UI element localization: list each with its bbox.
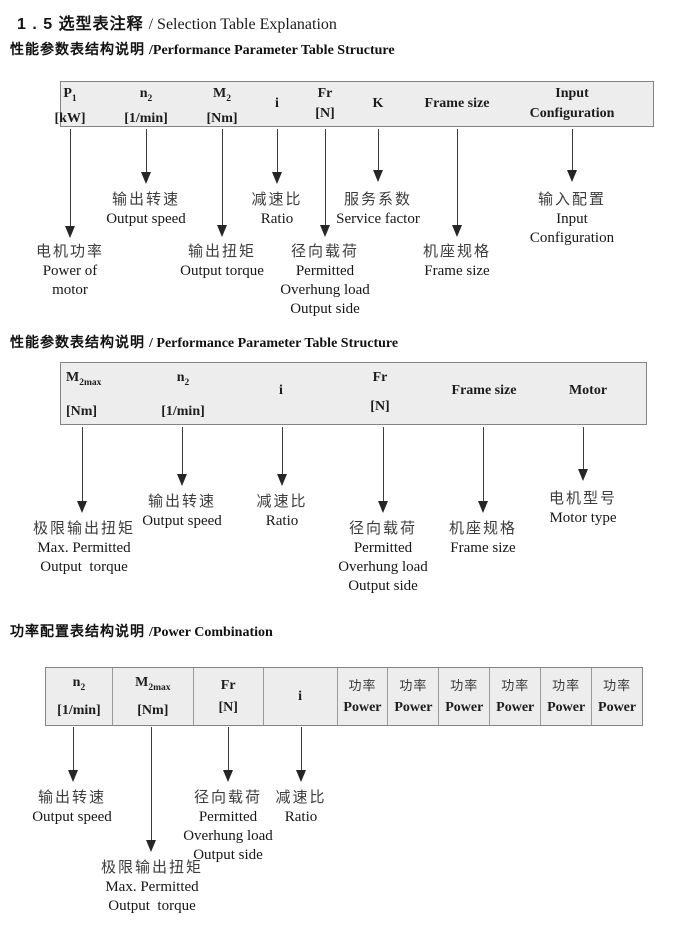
- page-title-zh: 1 . 5 选型表注释: [17, 16, 144, 33]
- column-header-i: i: [279, 383, 283, 398]
- callout-max-output-torque: 极限输出扭矩 Max. Permitted Output torque: [32, 520, 136, 575]
- callout-overhung-load: 径向载荷 Permitted Overhung load Output side: [183, 789, 273, 863]
- callout-max-output-torque: 极限输出扭矩 Max. Permitted Output torque: [100, 859, 204, 914]
- column-header-power-4: 功率 Power: [490, 668, 542, 725]
- section2-heading-zh: 性能参数表结构说明: [10, 334, 145, 350]
- callout-power-of-motor: 电机功率 Power of motor: [35, 243, 105, 298]
- arrow-m2max: [146, 727, 157, 852]
- arrow-n2: [141, 129, 152, 184]
- column-header-fr: Fr [N]: [315, 86, 335, 121]
- callout-motor-type: 电机型号 Motor type: [548, 490, 618, 526]
- column-header-m2: M2 [Nm]: [206, 86, 238, 126]
- column-header-n2: n2 [1/min]: [124, 86, 168, 126]
- callout-output-torque: 输出扭矩 Output torque: [180, 243, 264, 279]
- column-header-m2max: M2max [Nm]: [113, 668, 194, 725]
- section3-heading-en: /Power Combination: [149, 625, 273, 640]
- arrow-fr: [378, 427, 389, 513]
- arrow-m2: [217, 129, 228, 237]
- section2-heading-en: / Performance Parameter Table Structure: [149, 336, 399, 351]
- arrow-n2: [68, 727, 79, 782]
- column-header-p1: P1 [kW]: [54, 86, 86, 126]
- column-header-i: i: [275, 96, 279, 111]
- arrow-frame-size: [478, 427, 489, 513]
- callout-service-factor: 服务系数 Service factor: [336, 191, 420, 227]
- column-header-frame-size: Frame size: [424, 96, 490, 111]
- column-header-power-1: 功率 Power: [338, 668, 389, 725]
- column-header-fr: Fr [N]: [370, 370, 390, 414]
- column-header-input-configuration: Input Configuration: [529, 86, 615, 121]
- table-power-combination: n2 [1/min] M2max [Nm] Fr [N] i 功率 Power …: [45, 667, 643, 726]
- callout-input-configuration: 输入配置 Input Configuration: [529, 191, 615, 246]
- arrow-i: [272, 129, 283, 184]
- callout-ratio: 减速比 Ratio: [275, 789, 327, 825]
- arrow-k: [373, 129, 384, 182]
- table-performance-2: [60, 362, 647, 425]
- column-header-power-2: 功率 Power: [388, 668, 440, 725]
- callout-frame-size: 机座规格 Frame size: [422, 243, 492, 279]
- arrow-i: [296, 727, 307, 782]
- section3-heading: 功率配置表结构说明/Power Combination: [10, 621, 273, 641]
- callout-ratio: 减速比 Ratio: [256, 493, 308, 529]
- arrow-i: [277, 427, 288, 486]
- arrow-p1: [65, 129, 76, 238]
- section3-heading-zh: 功率配置表结构说明: [10, 623, 145, 639]
- column-header-power-5: 功率 Power: [541, 668, 593, 725]
- page-title: 1 . 5 选型表注释/ Selection Table Explanation: [17, 10, 337, 34]
- section1-heading-en: /Performance Parameter Table Structure: [149, 43, 395, 58]
- section1-heading-zh: 性能参数表结构说明: [10, 41, 145, 57]
- column-header-n2: n2 [1/min]: [161, 370, 205, 419]
- column-header-i: i: [264, 668, 338, 725]
- arrow-fr: [320, 129, 331, 237]
- arrow-frame-size: [452, 129, 463, 237]
- column-header-power-3: 功率 Power: [439, 668, 491, 725]
- callout-overhung-load: 径向载荷 Permitted Overhung load Output side: [338, 520, 428, 594]
- callout-output-speed: 输出转速 Output speed: [32, 789, 112, 825]
- callout-frame-size: 机座规格 Frame size: [448, 520, 518, 556]
- table-performance-1: [60, 81, 654, 127]
- column-header-fr: Fr [N]: [194, 668, 264, 725]
- column-header-motor: Motor: [568, 383, 608, 398]
- arrow-fr: [223, 727, 234, 782]
- arrow-n2: [177, 427, 188, 486]
- callout-output-speed: 输出转速 Output speed: [142, 493, 222, 529]
- arrow-m2max: [77, 427, 88, 513]
- column-header-k: K: [372, 96, 384, 111]
- arrow-motor: [578, 427, 589, 481]
- column-header-power-6: 功率 Power: [598, 678, 637, 715]
- column-header-m2max: M2max [Nm]: [66, 370, 102, 419]
- section1-heading: 性能参数表结构说明/Performance Parameter Table St…: [10, 39, 395, 59]
- callout-overhung-load: 径向载荷 Permitted Overhung load Output side: [280, 243, 370, 317]
- callout-output-speed: 输出转速 Output speed: [106, 191, 186, 227]
- page-title-en: / Selection Table Explanation: [148, 16, 337, 33]
- column-header-n2: n2 [1/min]: [46, 668, 113, 725]
- section2-heading: 性能参数表结构说明 / Performance Parameter Table S…: [10, 332, 398, 352]
- column-header-frame-size: Frame size: [451, 383, 517, 398]
- arrow-input-configuration: [567, 129, 578, 182]
- callout-ratio: 减速比 Ratio: [251, 191, 303, 227]
